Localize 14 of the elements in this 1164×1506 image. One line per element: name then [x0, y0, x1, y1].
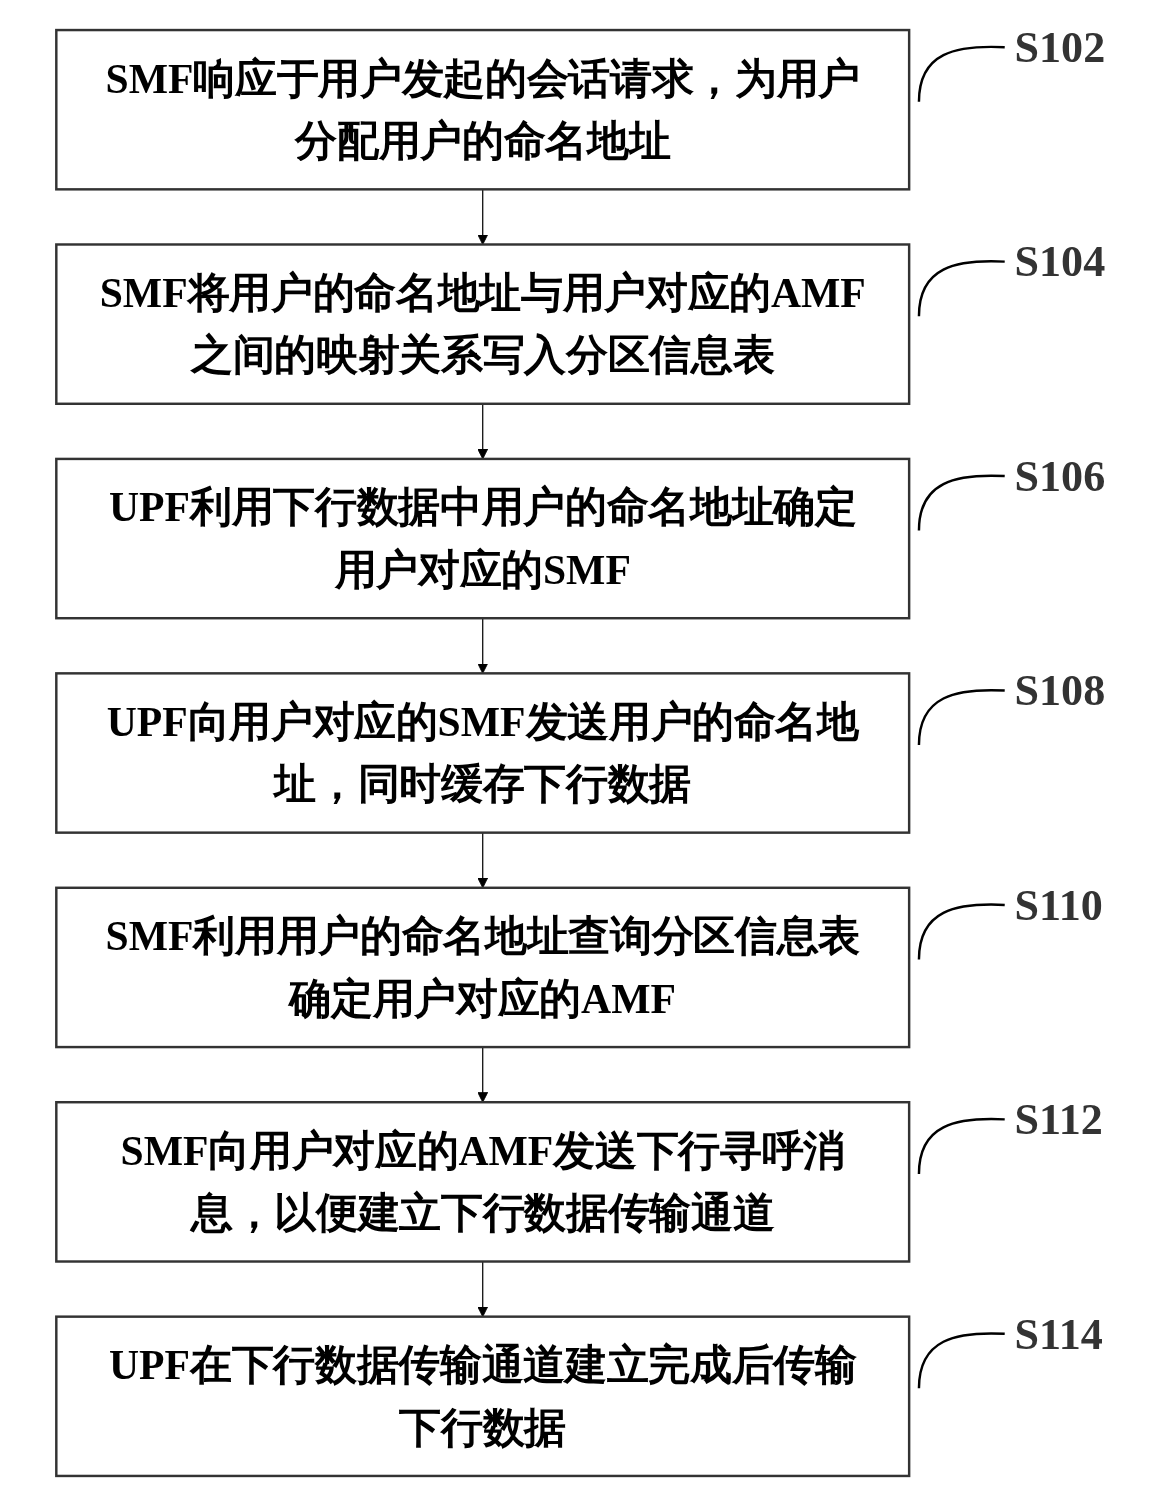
step-label: S114 [1014, 1309, 1103, 1359]
node-box: UPF向用户对应的SMF发送用户的命名地址，同时缓存下行数据 [55, 672, 911, 834]
step-label: S104 [1014, 237, 1106, 287]
node-box: SMF利用用户的命名地址查询分区信息表确定用户对应的AMF [55, 886, 911, 1049]
step-label: S112 [1014, 1095, 1103, 1145]
step-label: S102 [1014, 22, 1106, 72]
node-box: SMF向用户对应的AMF发送下行寻呼消息，以便建立下行数据传输通道 [55, 1101, 911, 1263]
step-label: S108 [1014, 666, 1106, 716]
node-box: UPF利用下行数据中用户的命名地址确定用户对应的SMF [55, 457, 911, 620]
node-box: UPF在下行数据传输通道建立完成后传输下行数据 [55, 1315, 911, 1478]
step-label: S106 [1014, 451, 1106, 501]
node-box: SMF响应于用户发起的会话请求，为用户分配用户的命名地址 [55, 28, 911, 191]
step-label: S110 [1014, 880, 1103, 930]
node-box: SMF将用户的命名地址与用户对应的AMF之间的映射关系写入分区信息表 [55, 243, 911, 405]
